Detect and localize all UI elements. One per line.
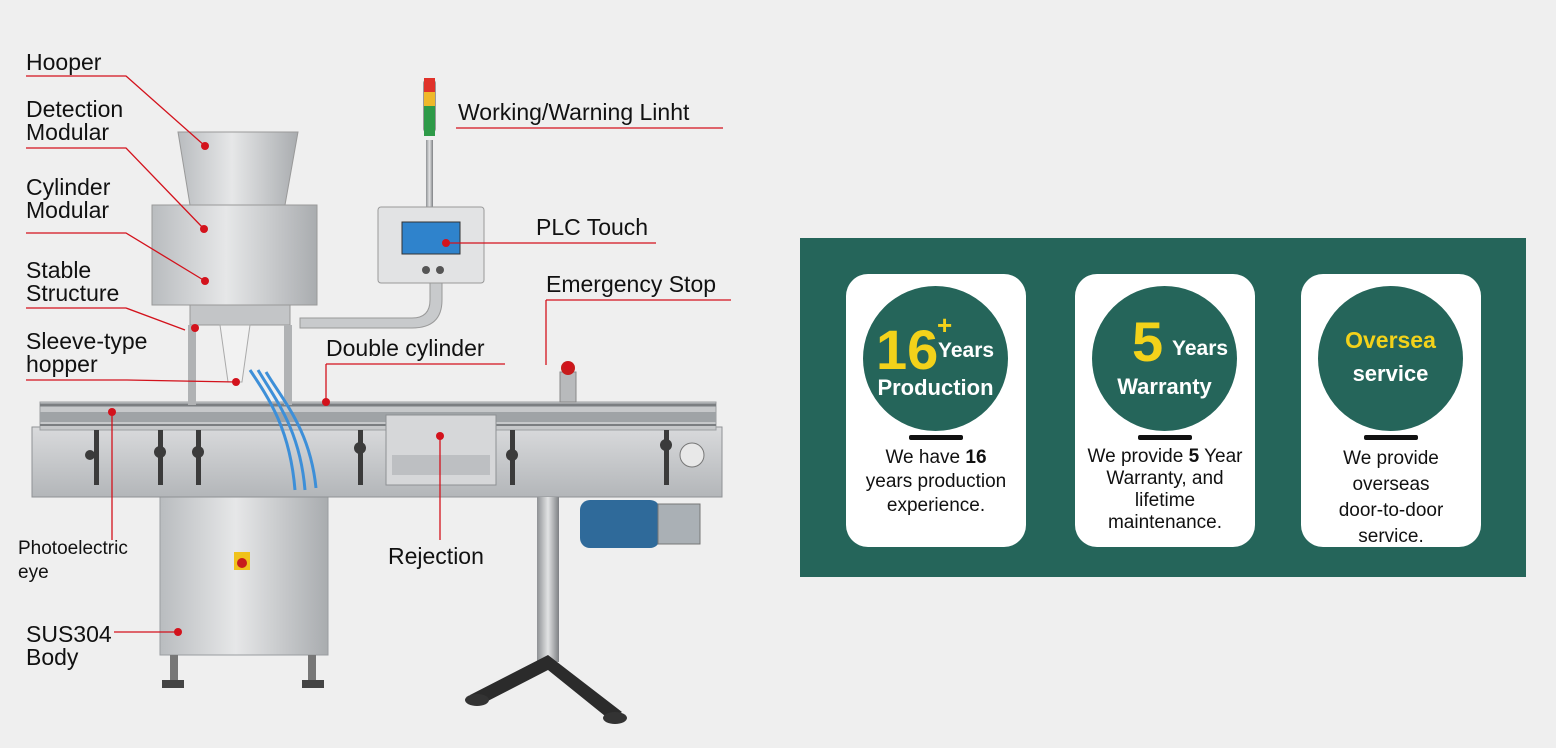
features-panel: 16 + Years Production We have 16 years p… <box>800 238 1526 577</box>
desc-text: We provide overseas door-to-door service… <box>1338 448 1444 547</box>
divider <box>1364 435 1418 440</box>
desc-text: We have <box>885 447 966 468</box>
label-working-warning-light: Working/Warning Linht <box>458 99 690 125</box>
label-cylinder-modular: Cylinder Modular <box>26 174 111 223</box>
badge-number: 5 <box>1132 310 1164 373</box>
label-sleeve-type-hopper: Sleeve-type hopper <box>26 328 148 377</box>
desc-emphasis: 16 <box>965 447 987 468</box>
badge-caption: service <box>1352 361 1429 386</box>
desc-text-rest: Year Warranty, and lifetime maintenance. <box>1106 446 1243 533</box>
conveyor <box>31 401 723 498</box>
badge-production: 16 + Years Production <box>863 286 1008 431</box>
label-photoelectric-eye: Photoelectric eye <box>18 538 128 583</box>
card-production: 16 + Years Production We have 16 years p… <box>846 274 1026 547</box>
badge-unit: Years <box>938 339 995 362</box>
badge-unit: Years <box>1172 337 1229 360</box>
leader-lines <box>26 75 731 633</box>
badge-plus: + <box>937 310 953 340</box>
badge-accent: Oversea <box>1345 327 1436 353</box>
card-description: We provide 5 Year Warranty, and lifetime… <box>1081 446 1249 534</box>
divider <box>909 435 963 440</box>
label-emergency-stop: Emergency Stop <box>546 271 717 297</box>
label-plc-touch: PLC Touch <box>536 214 649 240</box>
sus304-body <box>159 496 329 688</box>
desc-emphasis: 5 <box>1188 446 1200 467</box>
leader-dots <box>108 142 572 636</box>
hopper-assembly <box>151 131 318 491</box>
badge-caption: Production <box>877 375 994 400</box>
label-rejection: Rejection <box>388 543 484 569</box>
desc-text-rest: years production experience. <box>865 471 1007 516</box>
desc-text: We provide <box>1087 446 1189 467</box>
label-sus304-body: SUS304 Body <box>26 621 112 670</box>
badge-warranty: 5 Years Warranty <box>1092 286 1237 431</box>
badge-number: 16 <box>876 318 939 381</box>
card-oversea-service: Oversea service We provide overseas door… <box>1301 274 1481 547</box>
label-hooper: Hooper <box>26 49 102 75</box>
plc-assembly <box>299 78 485 329</box>
label-detection-modular: Detection Modular <box>26 96 124 145</box>
pedestal <box>465 497 701 724</box>
card-warranty: 5 Years Warranty We provide 5 Year Warra… <box>1075 274 1255 547</box>
badge-oversea: Oversea service <box>1318 286 1463 431</box>
divider <box>1138 435 1192 440</box>
card-description: We provide overseas door-to-door service… <box>1307 446 1475 550</box>
label-double-cylinder: Double cylinder <box>326 335 485 361</box>
badge-caption: Warranty <box>1117 374 1212 399</box>
card-description: We have 16 years production experience. <box>852 446 1020 518</box>
label-stable-structure: Stable Structure <box>26 257 120 306</box>
